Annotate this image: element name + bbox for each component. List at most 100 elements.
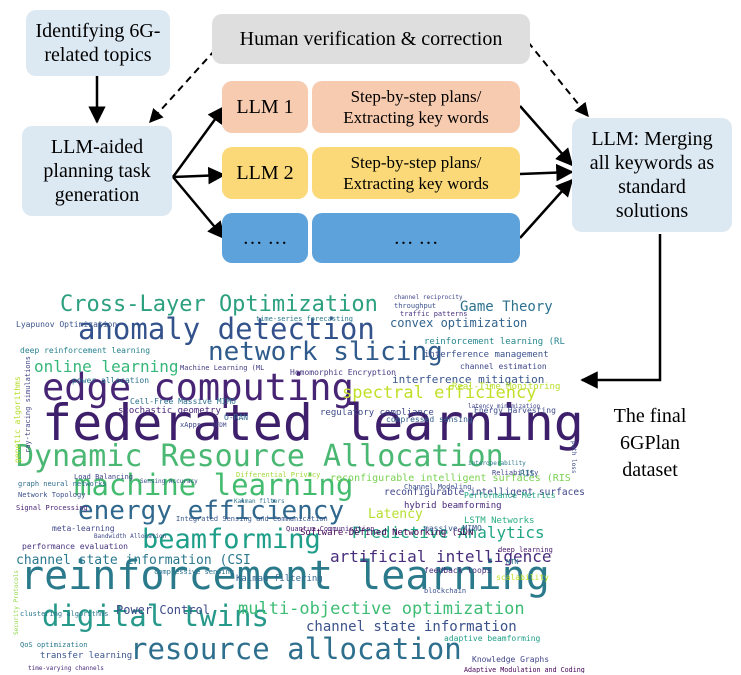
human-verification-box: Human verification & correction bbox=[212, 14, 530, 64]
keyword: Software-Defined Networking (SDN bbox=[300, 528, 473, 538]
keyword: Latency bbox=[368, 507, 423, 522]
llm-aided-generation-box: LLM-aided planning task generation bbox=[22, 126, 172, 216]
keyword: compressive sensing bbox=[154, 568, 234, 576]
keyword: Game Theory bbox=[460, 299, 553, 315]
keyword: interoperability bbox=[468, 460, 526, 467]
keyword: edge computing bbox=[42, 366, 354, 409]
llm-more-task-box: … … bbox=[312, 213, 520, 263]
keyword: Signal Processing bbox=[16, 504, 88, 512]
keyword: Knowledge Graphs bbox=[472, 655, 549, 664]
keyword: channel estimation bbox=[460, 362, 547, 371]
keyword: digital twins bbox=[42, 599, 269, 633]
keyword: Energy Harvesting bbox=[474, 406, 556, 415]
keyword: reconfigurable intelligent surfaces bbox=[384, 487, 585, 498]
keyword: power allocation bbox=[72, 376, 149, 385]
arrow-llm1-to-merge bbox=[519, 105, 574, 167]
keyword: Homomorphic Encryption bbox=[290, 368, 396, 377]
keyword: Network Topology bbox=[18, 491, 85, 499]
keyword: graph neural networks bbox=[18, 480, 107, 488]
keyword: deep reinforcement learning bbox=[20, 346, 150, 355]
keyword: Quantum Communication bbox=[286, 525, 375, 533]
keyword: deep learning bbox=[498, 546, 553, 554]
keyword: time-series forecasting bbox=[256, 315, 353, 323]
keyword: QoS optimization bbox=[20, 641, 87, 649]
keyword: feedback loops bbox=[424, 566, 492, 575]
arrow-aided-to-llm-more bbox=[172, 176, 226, 240]
keyword: Sensing Accuracy bbox=[140, 478, 198, 485]
keyword: performance evaluation bbox=[22, 542, 128, 551]
keyword: channel reciprocity bbox=[394, 294, 463, 301]
keyword: Kalman filters bbox=[234, 498, 285, 505]
keyword: Reliability bbox=[492, 469, 538, 477]
keyword: Kalman filtering bbox=[236, 574, 323, 584]
merge-keywords-box: LLM: Merging all keywords as standard so… bbox=[572, 118, 732, 232]
keyword: O-RAN bbox=[224, 413, 248, 422]
keyword: stochastic geometry bbox=[118, 406, 222, 416]
keyword: Lyapunov Optimization bbox=[16, 320, 117, 329]
keyword: Channel Modeling bbox=[404, 483, 471, 491]
keyword: artificial intelligence bbox=[330, 547, 552, 566]
keyword: throughput bbox=[394, 302, 436, 310]
arrow-aided-to-llm1 bbox=[171, 105, 226, 178]
keyword: xApps bbox=[180, 421, 201, 429]
keyword: Security Protocols bbox=[13, 570, 20, 635]
arrow-llm2-to-merge bbox=[519, 163, 574, 182]
identify-topics-box: Identifying 6G- related topics bbox=[26, 10, 170, 76]
keyword: reinforcement learning (RL bbox=[424, 337, 565, 347]
keyword: network slicing bbox=[208, 337, 443, 367]
keyword: beamforming bbox=[142, 524, 321, 555]
keyword: machine learning bbox=[74, 468, 353, 502]
llm2-task-box: Step-by-step plans/ Extracting key words bbox=[312, 147, 520, 199]
keyword: Performance Metrics bbox=[464, 491, 556, 500]
keyword: hybrid beamforming bbox=[404, 501, 502, 511]
keyword: blockchain bbox=[424, 587, 466, 595]
keyword: OFDM bbox=[212, 422, 227, 429]
keyword: Cell-Free Massive MIMO bbox=[130, 397, 236, 406]
keyword: adaptive beamforming bbox=[444, 634, 541, 643]
keyword: genetic algorithms bbox=[13, 376, 22, 463]
keyword: Differential Privacy bbox=[236, 471, 320, 479]
keyword: NTN bbox=[506, 558, 519, 566]
keyword: traffic patterns bbox=[400, 310, 467, 318]
keyword: convex optimization bbox=[390, 316, 527, 330]
keyword: reinforcement learning bbox=[20, 553, 550, 599]
keyword: transfer learning bbox=[40, 651, 132, 661]
keyword: regulatory compliance bbox=[320, 408, 434, 418]
arrow-human-to-llm-aided bbox=[149, 49, 216, 124]
keyword: Predictive Analytics bbox=[352, 523, 545, 542]
keyword: Bandwidth Allocation bbox=[94, 533, 167, 540]
keyword: interference mitigation bbox=[392, 373, 544, 386]
llm1-task-box: Step-by-step plans/ Extracting key words bbox=[312, 81, 520, 133]
keyword: meta-learning bbox=[52, 524, 115, 533]
keyword: RIS bbox=[520, 469, 535, 478]
keyword: online learning bbox=[34, 357, 179, 376]
keyword: spectral efficiency bbox=[342, 383, 536, 403]
keyword: time-varying channels bbox=[28, 665, 104, 672]
keyword: channel state information (CSI bbox=[16, 553, 251, 568]
keyword: massive MIMO bbox=[424, 524, 482, 533]
keyword: Dynamic Resource Allocation bbox=[16, 439, 504, 474]
keyword: reconfigurable intelligent surfaces (RIS bbox=[330, 473, 571, 484]
keyword: channel state information bbox=[306, 619, 517, 635]
keyword: ray-tracing simulations bbox=[24, 356, 32, 453]
keyword: clustering algorithms bbox=[20, 610, 109, 618]
keyword: resource allocation bbox=[130, 632, 462, 666]
keyword: latency minimization bbox=[468, 403, 541, 410]
llm2-box: LLM 2 bbox=[222, 147, 308, 199]
llm-more-box: … … bbox=[222, 213, 308, 263]
arrow-aided-to-llm2 bbox=[172, 166, 226, 185]
keyword: Machine Learning (ML bbox=[180, 364, 264, 372]
arrow-human-to-merge bbox=[527, 41, 589, 118]
keyword: scalability bbox=[496, 573, 549, 582]
keyword: compressed sensing bbox=[386, 415, 473, 424]
keyword: Adaptive Modulation and Coding bbox=[464, 666, 585, 673]
keyword: interference management bbox=[424, 350, 549, 360]
llm1-box: LLM 1 bbox=[222, 81, 308, 133]
arrow-merge-to-dataset bbox=[580, 234, 662, 389]
keyword: energy efficiency bbox=[78, 496, 344, 526]
keyword: Integrated Sensing and Communication bbox=[176, 515, 328, 523]
keyword: Load Balancing bbox=[74, 473, 133, 481]
arrow-llm-more-to-merge bbox=[519, 178, 574, 239]
